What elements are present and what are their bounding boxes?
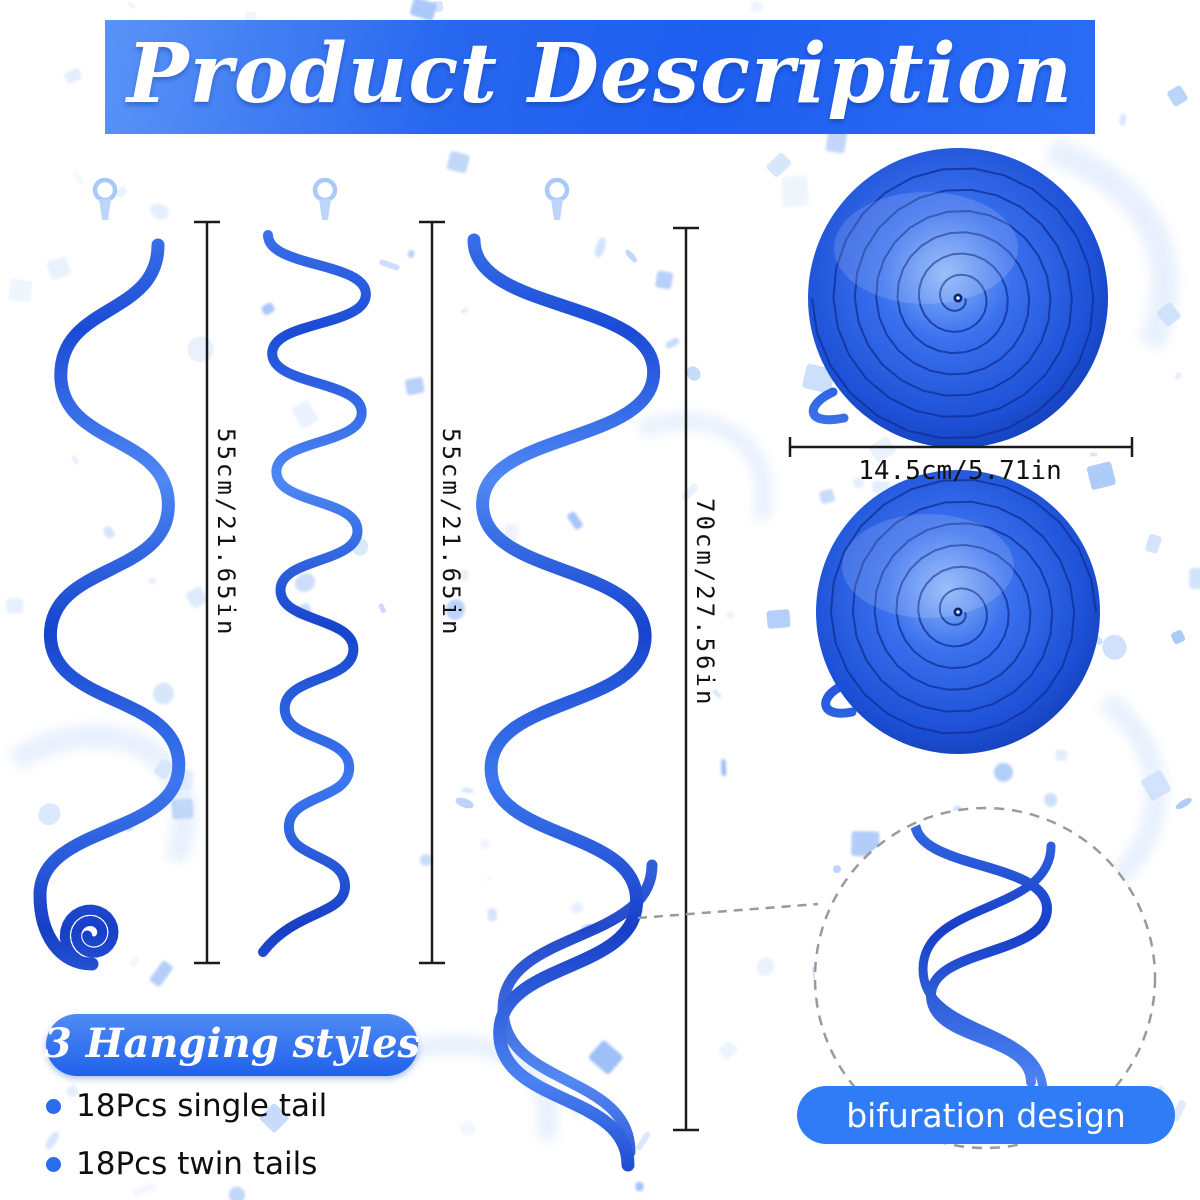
list-item: 18Pcs twin tails	[46, 1146, 317, 1182]
swirl-twin-tail	[467, 233, 661, 1172]
hanging-styles-title: 3 Hanging styles	[43, 1019, 421, 1067]
hanging-styles-badge: 3 Hanging styles	[43, 1014, 421, 1076]
list-item: 18Pcs single tail	[46, 1088, 327, 1124]
measurement-label-2: 55cm/21.65in	[437, 428, 465, 638]
hanging-hook-icon	[544, 177, 570, 220]
swirl-single-tail-1	[33, 238, 186, 971]
measurement-line-1	[194, 220, 220, 965]
background-ribbon-decor	[9, 137, 1178, 1143]
coil-top-view-1	[808, 148, 1108, 448]
hanging-hook-icon	[312, 177, 338, 220]
bifurcation-detail-swirl	[910, 817, 1056, 1097]
list-item-label: 18Pcs single tail	[76, 1088, 328, 1124]
bifurcation-design-label: bifuration design	[797, 1086, 1175, 1144]
banner-title: Product Description	[126, 26, 1074, 122]
measurement-line-2	[419, 220, 445, 965]
bullet-dot	[46, 1098, 61, 1114]
list-item-label: 18Pcs twin tails	[76, 1146, 318, 1182]
measurement-line-3	[673, 226, 699, 1132]
coil-top-view-2	[816, 470, 1100, 754]
callout-connector-line	[637, 902, 819, 920]
hanging-hook-icon	[92, 177, 118, 220]
bullet-dot	[46, 1156, 61, 1172]
banner: Product Description	[105, 20, 1095, 134]
coil-measurement-label: 14.5cm/5.71in	[858, 456, 1062, 486]
coil-measurement-line	[788, 437, 1134, 457]
swirl-single-tail-2	[258, 230, 371, 957]
measurement-label-3: 70cm/27.56in	[691, 498, 719, 708]
measurement-label-1: 55cm/21.65in	[212, 428, 240, 638]
callout-circle	[813, 806, 1157, 1150]
